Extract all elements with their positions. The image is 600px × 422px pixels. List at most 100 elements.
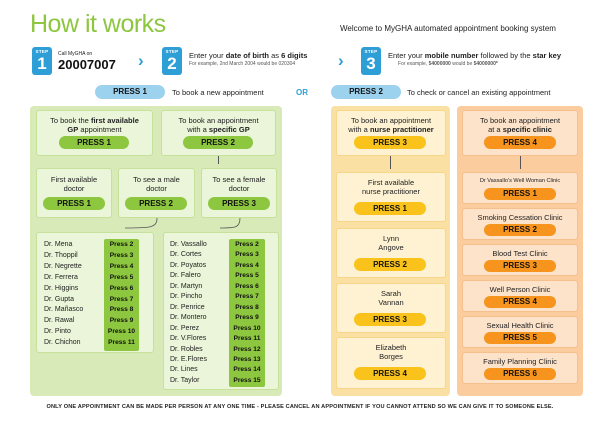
connector-line — [218, 156, 219, 164]
female-doctor-press: PRESS 3 — [208, 197, 270, 210]
doctor-press-option: Press 9 — [109, 317, 134, 325]
male-doctor-box: To see a male doctor — [118, 168, 195, 218]
connector-female-curve — [219, 217, 241, 229]
gp-first-available-press: PRESS 1 — [59, 136, 129, 149]
gp-specific-press: PRESS 2 — [183, 136, 253, 149]
nurse-option-line1: Elizabeth — [375, 343, 407, 352]
doctor-name: Dr. Mañasco — [44, 306, 84, 314]
doctor-name: Dr. Lines — [170, 366, 198, 374]
connector-line — [390, 156, 391, 169]
doctor-press-option: Press 13 — [233, 355, 261, 363]
male-press-column — [104, 239, 139, 351]
chevron-right-icon: › — [138, 51, 144, 70]
press-1-new-appointment: PRESS 1 — [95, 85, 165, 99]
nurse-option-line2: Vannan — [378, 298, 404, 307]
nurse-option-press: PRESS 4 — [354, 367, 426, 380]
clinic-header-box: To book an appointment at a specific cli… — [462, 110, 578, 156]
doctor-press-option: Press 3 — [109, 251, 134, 259]
doctor-name: Dr. Thoppil — [44, 251, 78, 259]
doctor-press-option: Press 2 — [109, 241, 134, 248]
first-doctor-box: First available doctor — [36, 168, 112, 218]
male-doctor-press: PRESS 2 — [125, 197, 187, 210]
doctor-name: Dr. Martyn — [170, 282, 203, 290]
doctor-name: Dr. Poyatos — [170, 261, 207, 269]
doctor-name: Dr. Cortes — [170, 251, 202, 259]
clinic-option-name: Blood Test Clinic — [492, 249, 548, 258]
clinic-option-name: Well Person Clinic — [489, 285, 551, 294]
clinic-option-press: PRESS 1 — [484, 188, 556, 200]
step-3-instruction: Enter your mobile number followed by the… — [388, 51, 562, 60]
female-doctor-entries: Dr. Vassallo Press 2 Dr. Cortes Press 3 Dr. … — [170, 240, 270, 388]
doctor-press-option: Press 10 — [107, 328, 136, 336]
doctor-name: Dr. Higgins — [44, 284, 79, 292]
clinic-option-name: Smoking Cessation Clinic — [477, 213, 563, 222]
doctor-press-option: Press 14 — [233, 366, 261, 374]
step-2-instruction: Enter your date of birth as 6 digits — [189, 51, 308, 60]
welcome-text: Welcome to MyGHA automated appointment b… — [340, 24, 556, 33]
doctor-name: Dr. Gupta — [44, 295, 74, 303]
check-cancel-note: To check or cancel an existing appointme… — [407, 88, 551, 97]
clinic-option-name: Sexual Health Clinic — [486, 321, 554, 330]
chevron-right-icon: › — [338, 51, 344, 70]
clinic-option-press: PRESS 6 — [484, 368, 556, 380]
doctor-name: Dr. V.Flores — [170, 335, 207, 343]
female-doctor-box: To see a female doctor — [201, 168, 277, 218]
doctor-name: Dr. Falero — [170, 272, 201, 280]
footer-notice: ONLY ONE APPOINTMENT CAN BE MADE PER PER… — [46, 404, 554, 410]
nurse-header-box: To book an appointment with a nurse prac… — [336, 110, 446, 156]
male-doctor-entries: Dr. Mena Press 2 Dr. Thoppil Press 3 Dr. Neg… — [44, 240, 154, 350]
gp-first-available-box: To book the first available GP appointme… — [36, 110, 153, 156]
page-title: How it works — [30, 10, 166, 38]
nurse-option-press: PRESS 2 — [354, 258, 426, 271]
doctor-name: Dr. Ferrera — [44, 273, 78, 281]
doctor-press-option: Press 10 — [233, 324, 261, 332]
clinic-option-press: PRESS 2 — [484, 224, 556, 236]
doctor-name: Dr. E.Flores — [170, 355, 207, 363]
doctor-press-option: Press 5 — [235, 272, 259, 280]
doctor-press-option: Press 3 — [235, 251, 259, 259]
doctor-press-option: Press 11 — [233, 335, 261, 343]
nurse-option-line2: Borges — [379, 352, 403, 361]
nurse-option-line1: Lynn — [383, 234, 399, 243]
doctor-press-option: Press 6 — [109, 284, 134, 292]
phone-number: 20007007 — [58, 57, 116, 72]
clinic-option-name: Dr Vassallo's Well Woman Clinic — [479, 178, 561, 184]
doctor-press-option: Press 4 — [109, 262, 134, 270]
doctor-name: Dr. Mena — [44, 241, 73, 248]
nurse-option-press: PRESS 3 — [354, 313, 426, 326]
clinic-option-name: Family Planning Clinic — [483, 357, 557, 366]
step-2-badge: STEP 2 — [162, 47, 182, 75]
nurse-option-line2: nurse practitioner — [362, 187, 420, 196]
doctor-name: Dr. Perez — [170, 324, 200, 332]
step-2-example: For example, 2nd March 2004 would be 020… — [189, 61, 296, 67]
clinic-option-press: PRESS 4 — [484, 296, 556, 308]
doctor-press-option: Press 6 — [235, 282, 259, 290]
connector-male-curve — [124, 217, 158, 229]
new-appointment-note: To book a new appointment — [172, 88, 264, 97]
doctor-press-option: Press 15 — [233, 376, 261, 384]
nurse-header-press: PRESS 3 — [354, 136, 426, 149]
step-3-badge: STEP 3 — [361, 47, 381, 75]
first-doctor-press: PRESS 1 — [43, 197, 105, 210]
step-1-call-label: Call MyGHA on — [58, 51, 93, 57]
doctor-name: Dr. Penrice — [170, 303, 205, 311]
clinic-option-box: Smoking Cessation Clinic — [462, 208, 578, 240]
doctor-name: Dr. Vassallo — [170, 241, 207, 248]
nurse-option-line2: Angove — [378, 243, 404, 252]
doctor-name: Dr. Negrette — [44, 262, 82, 270]
nurse-option-line1: First available — [367, 178, 415, 187]
doctor-name: Dr. Pincho — [170, 293, 203, 301]
doctor-press-option: Press 4 — [235, 261, 259, 269]
list-connectors — [124, 217, 241, 229]
nurse-option-line1: Sarah — [380, 289, 401, 298]
doctor-name: Dr. Robles — [170, 345, 203, 353]
doctor-press-option: Press 8 — [235, 303, 259, 311]
step-3-example: For example, 54000000 would be 54000000* — [398, 61, 498, 67]
clinic-option-press: PRESS 3 — [484, 260, 556, 272]
doctor-name: Dr. Chichon — [44, 339, 81, 347]
doctor-press-option: Press 7 — [235, 293, 259, 301]
doctor-name: Dr. Pinto — [44, 328, 71, 336]
doctor-press-option: Press 2 — [235, 241, 259, 248]
